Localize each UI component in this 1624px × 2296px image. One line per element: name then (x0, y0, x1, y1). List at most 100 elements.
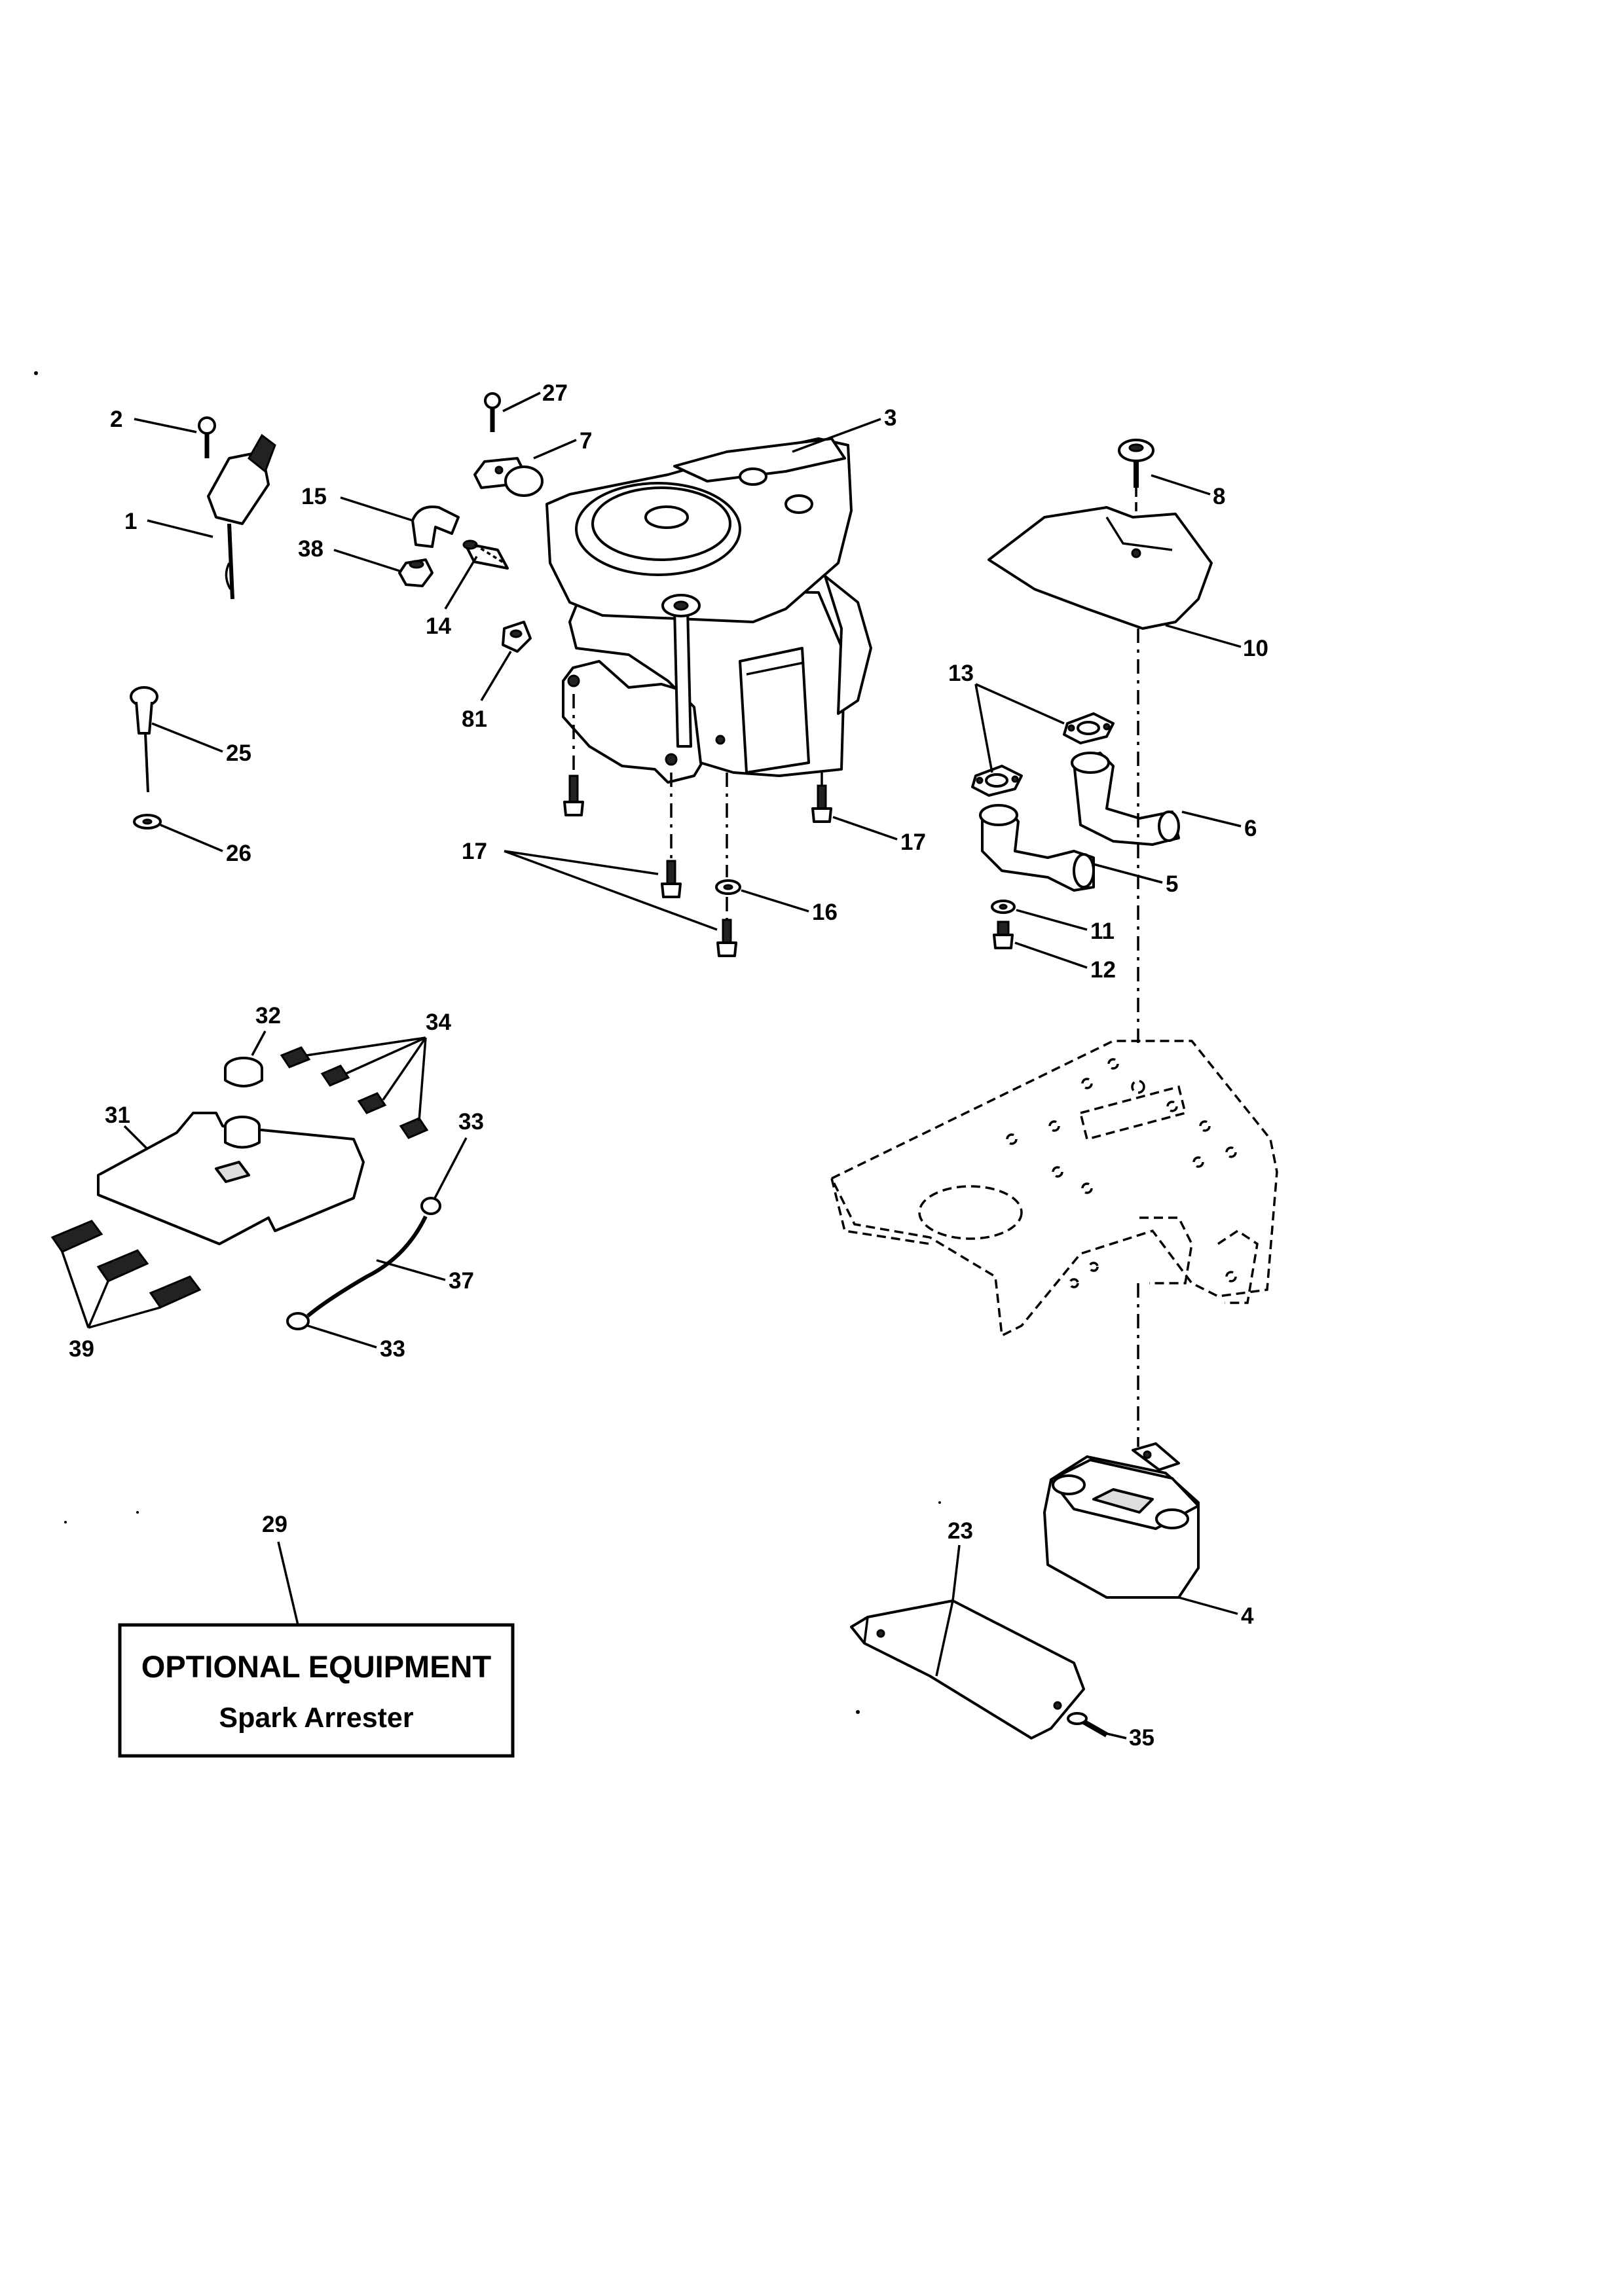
callout-2: 2 (110, 407, 122, 432)
part-17-bolt-right (811, 784, 832, 823)
callout-14: 14 (426, 613, 451, 639)
leader-33a (434, 1137, 468, 1199)
leader-7 (533, 439, 577, 460)
part-31-filter-housing (97, 1112, 365, 1245)
part-7-clamp (473, 457, 544, 497)
callout-32: 32 (255, 1003, 281, 1029)
part-1-throttle-control (207, 433, 276, 600)
part-81-fitting (502, 621, 532, 653)
leader-13a (975, 683, 1065, 725)
leader-37 (376, 1259, 446, 1281)
part-34-pads (280, 1046, 429, 1139)
part-38-nut (398, 558, 434, 587)
leader-6 (1181, 811, 1242, 828)
callout-39: 39 (69, 1336, 94, 1362)
speck (856, 1710, 860, 1714)
optional-equipment-box (118, 1623, 515, 1758)
callout-5: 5 (1166, 871, 1178, 897)
leader-13b (974, 683, 993, 773)
callout-4: 4 (1241, 1603, 1254, 1629)
part-32-cap (224, 1057, 263, 1087)
part-4-muffler (1043, 1442, 1200, 1599)
leader-27 (502, 392, 541, 412)
part-13-gasket-upper (1063, 712, 1115, 744)
part-15-elbow (411, 505, 460, 548)
leader-26 (160, 824, 223, 852)
leader-17b (832, 816, 898, 841)
part-37-hose (306, 1215, 428, 1318)
part-11-washer (991, 900, 1016, 914)
callout-15: 15 (301, 484, 327, 509)
part-8-screw (1118, 439, 1154, 488)
leader-38 (333, 549, 400, 572)
leader-29 (277, 1541, 299, 1626)
part-13-gasket-lower (971, 765, 1023, 797)
part-17-bolt-mid (661, 860, 682, 898)
callout-8: 8 (1213, 484, 1225, 509)
leader-15 (340, 496, 413, 522)
part-39-pads (50, 1220, 202, 1309)
part-35-screw (1067, 1712, 1108, 1738)
callout-81: 81 (462, 706, 487, 732)
part-3-engine (545, 437, 872, 784)
callout-11: 11 (1090, 919, 1115, 944)
optional-equipment-title: OPTIONAL EQUIPMENT (141, 1649, 492, 1684)
part-14-nipple (462, 539, 509, 570)
leader-34a (306, 1036, 426, 1057)
callout-27: 27 (542, 380, 568, 406)
callout-13: 13 (948, 661, 974, 686)
part-2-screw (198, 416, 216, 458)
callout-33b: 33 (380, 1336, 405, 1362)
leader-39c (88, 1306, 161, 1329)
callout-31: 31 (105, 1102, 130, 1128)
part-17-bolt-low (716, 919, 737, 957)
part-33-clamp-top (420, 1197, 441, 1215)
callout-38: 38 (298, 536, 323, 562)
leader-39a (61, 1251, 90, 1328)
callout-35: 35 (1129, 1725, 1154, 1751)
leader-16 (741, 889, 809, 913)
part-6-exhaust-pipe (1071, 752, 1180, 846)
leader-11 (1016, 909, 1088, 931)
leader-14 (444, 556, 478, 610)
callout-37: 37 (449, 1268, 474, 1294)
callout-12: 12 (1090, 957, 1116, 983)
callout-7: 7 (580, 428, 592, 454)
leader-12 (1014, 941, 1088, 969)
part-27-screw (484, 392, 501, 432)
leader-10 (1165, 624, 1242, 648)
leader-34b (345, 1036, 426, 1075)
callout-33a: 33 (458, 1109, 484, 1135)
callout-1: 1 (124, 509, 137, 534)
part-10-heat-shield (987, 506, 1213, 630)
leader-1 (147, 519, 213, 538)
leader-4 (1178, 1596, 1238, 1615)
tractor-frame-outline (830, 1040, 1278, 1338)
leader-32 (251, 1030, 267, 1056)
part-12-nut (993, 920, 1014, 949)
leader-33b (307, 1324, 377, 1349)
speck (34, 371, 38, 375)
leader-25 (151, 722, 223, 753)
leader-35 (1106, 1732, 1127, 1740)
callout-10: 10 (1243, 636, 1268, 661)
part-17-bolt-left (563, 774, 584, 816)
leader-17a-1 (504, 850, 659, 875)
leader-2 (134, 418, 197, 433)
speck (938, 1501, 941, 1504)
callout-23: 23 (948, 1518, 973, 1544)
callout-3: 3 (884, 405, 896, 431)
part-33-clamp-bottom (286, 1312, 310, 1330)
part-23-muffler-guard (850, 1599, 1085, 1740)
leader-5 (1093, 863, 1163, 884)
leader-3 (792, 418, 881, 453)
callout-25: 25 (226, 740, 251, 766)
leader-34c (382, 1037, 427, 1101)
leader-17a-2 (504, 850, 718, 931)
leader-8 (1151, 474, 1211, 496)
callout-17b: 17 (900, 829, 926, 855)
speck (64, 1521, 67, 1523)
callout-16: 16 (812, 900, 838, 925)
leader-23 (951, 1544, 961, 1601)
